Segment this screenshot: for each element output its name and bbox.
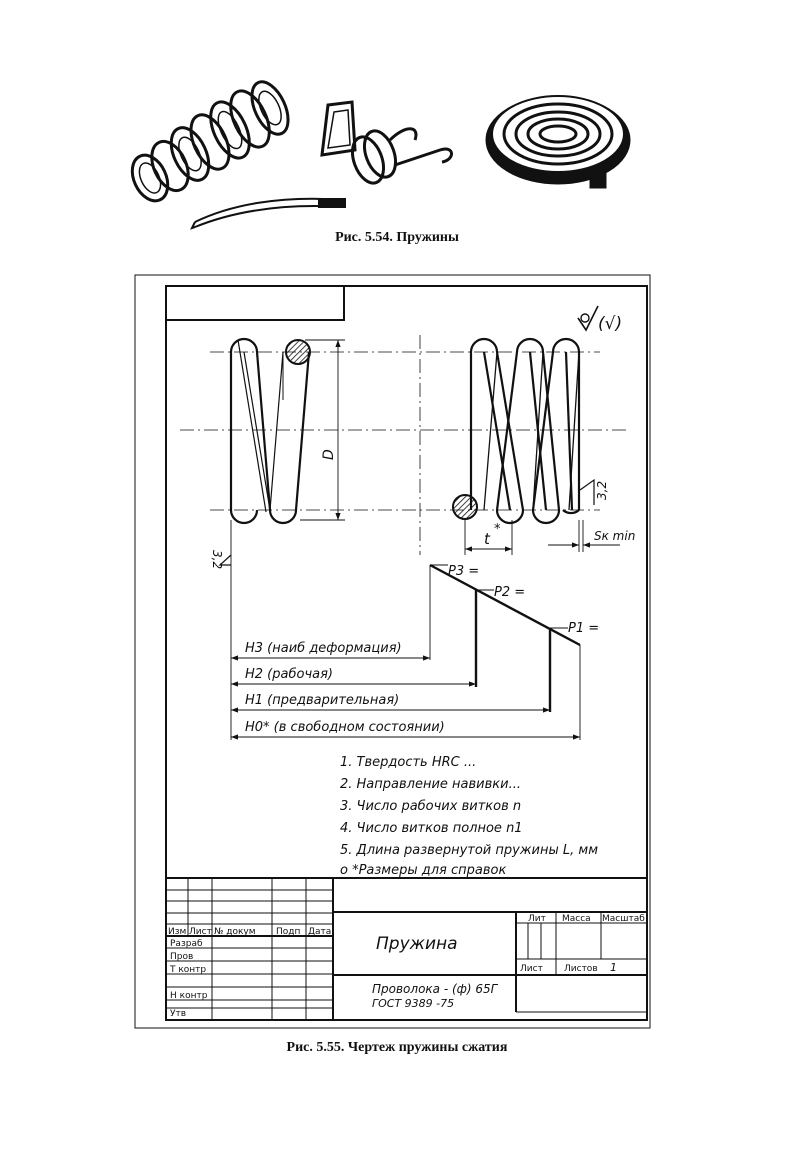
torsion-spring-illustration — [320, 100, 453, 185]
col-izm: Изм — [168, 927, 186, 937]
spiral-spring-illustration — [485, 95, 631, 189]
axis-lines — [180, 335, 630, 555]
dimension-d-label: D — [321, 449, 337, 460]
col-list: Лист — [189, 927, 212, 937]
height-h2: H2 (рабочая) — [245, 667, 333, 682]
roughness-right: 3,2 — [579, 478, 609, 505]
dimension-s — [548, 520, 620, 552]
coil-spring-illustration — [130, 80, 290, 203]
col-podp: Подп — [276, 927, 300, 937]
roughness-right-value: 3,2 — [595, 481, 609, 500]
roughness-left-value: 3,2 — [210, 550, 224, 569]
lit-label: Лит — [528, 914, 546, 924]
roughness-symbol: (√) — [577, 305, 622, 334]
height-h3: H3 (наиб деформация) — [245, 641, 402, 656]
dimension-t-star: * — [494, 522, 501, 537]
height-h1: H1 (предварительная) — [245, 693, 399, 708]
wire-section-bottom — [452, 494, 478, 520]
leaf-spring-illustration — [190, 197, 346, 230]
note-6: о *Размеры для справок — [340, 863, 506, 878]
note-5: 5. Длина развернутой пружины L, мм — [340, 843, 598, 858]
masshtab-label: Масштаб — [602, 914, 645, 924]
figure-5-55-caption: Рис. 5.55. Чертеж пружины сжатия — [286, 1040, 508, 1055]
title-block — [165, 877, 648, 1021]
row-razrab: Разраб — [170, 939, 203, 949]
row-utv: Утв — [170, 1009, 186, 1019]
roughness-mark: (√) — [598, 314, 622, 334]
height-h0: H0* (в свободном состоянии) — [245, 720, 445, 735]
title-block-text: Изм Лист № докум Подп Дата Разраб Пров Т… — [168, 914, 645, 1019]
note-2: 2. Направление навивки... — [340, 777, 521, 792]
technical-notes: 1. Твердость HRC ... 2. Направление нави… — [340, 755, 598, 878]
dimension-d — [300, 339, 345, 521]
listov-label: Листов — [564, 964, 598, 974]
force-p3: P3 = — [448, 564, 479, 579]
col-data: Дата — [308, 927, 331, 937]
spring-left-section — [229, 337, 311, 525]
row-prov: Пров — [170, 952, 193, 962]
force-p2: P2 = — [494, 585, 525, 600]
wire-section-top — [285, 339, 311, 365]
roughness-left: 3,2 — [210, 550, 232, 569]
note-4: 4. Число витков полное n1 — [340, 821, 523, 836]
spring-right-view — [469, 337, 581, 525]
figure-5-54-caption: Рис. 5.54. Пружины — [335, 230, 459, 245]
part-name: Пружина — [376, 934, 458, 954]
material-line-2: ГОСТ 9389 -75 — [372, 997, 454, 1010]
note-3: 3. Число рабочих витков n — [340, 799, 521, 814]
list-label: Лист — [520, 964, 543, 974]
dimension-t — [464, 520, 513, 555]
massa-label: Масса — [562, 914, 591, 924]
material-line-1: Проволока - (ф) 65Г — [372, 982, 499, 996]
row-nkontr: Н контр — [170, 991, 208, 1001]
listov-value: 1 — [610, 961, 617, 974]
force-p1: P1 = — [568, 621, 599, 636]
force-diagram — [230, 520, 581, 740]
row-tkontr: Т контр — [169, 965, 206, 975]
col-doc: № докум — [214, 927, 256, 937]
note-1: 1. Твердость HRC ... — [340, 755, 476, 770]
dimension-s-label: Sк min — [594, 529, 635, 543]
height-dimension-lines — [231, 655, 580, 740]
dimension-t-label: t — [484, 530, 491, 548]
